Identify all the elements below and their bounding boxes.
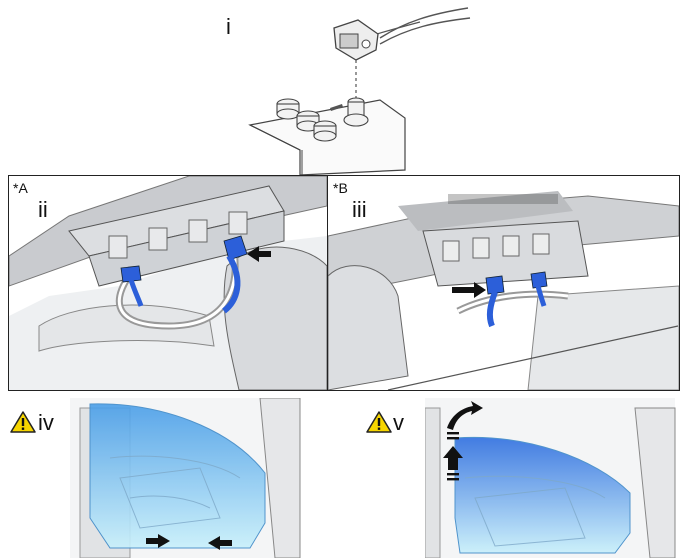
detail-frame-a bbox=[8, 175, 328, 391]
step-label-iv: iv bbox=[38, 410, 54, 435]
step-label-ii: ii bbox=[38, 197, 48, 222]
detail-frame-b bbox=[327, 175, 680, 391]
black-arrow-icon bbox=[146, 534, 170, 548]
step-label-v: v bbox=[393, 410, 404, 435]
dashboard-connector-view-b bbox=[328, 191, 679, 390]
view-tag-a: *A bbox=[13, 180, 28, 196]
warning-triangle-icon bbox=[10, 410, 36, 434]
step-label-i: i bbox=[226, 14, 231, 39]
black-arrow-icon bbox=[208, 536, 232, 550]
door-glass-illustration-v bbox=[425, 398, 680, 558]
dashboard-connector-view-a bbox=[9, 176, 327, 390]
black-arrow-icon bbox=[443, 446, 463, 470]
black-arrow-icon bbox=[452, 282, 486, 298]
step-label-iii: iii bbox=[352, 197, 367, 222]
door-glass-illustration-iv bbox=[70, 398, 310, 558]
black-arrow-icon bbox=[447, 401, 483, 430]
battery-terminal-illustration bbox=[230, 0, 480, 175]
warning-triangle-icon bbox=[366, 410, 392, 434]
black-arrow-icon bbox=[247, 246, 271, 262]
view-tag-b: *B bbox=[333, 180, 348, 196]
